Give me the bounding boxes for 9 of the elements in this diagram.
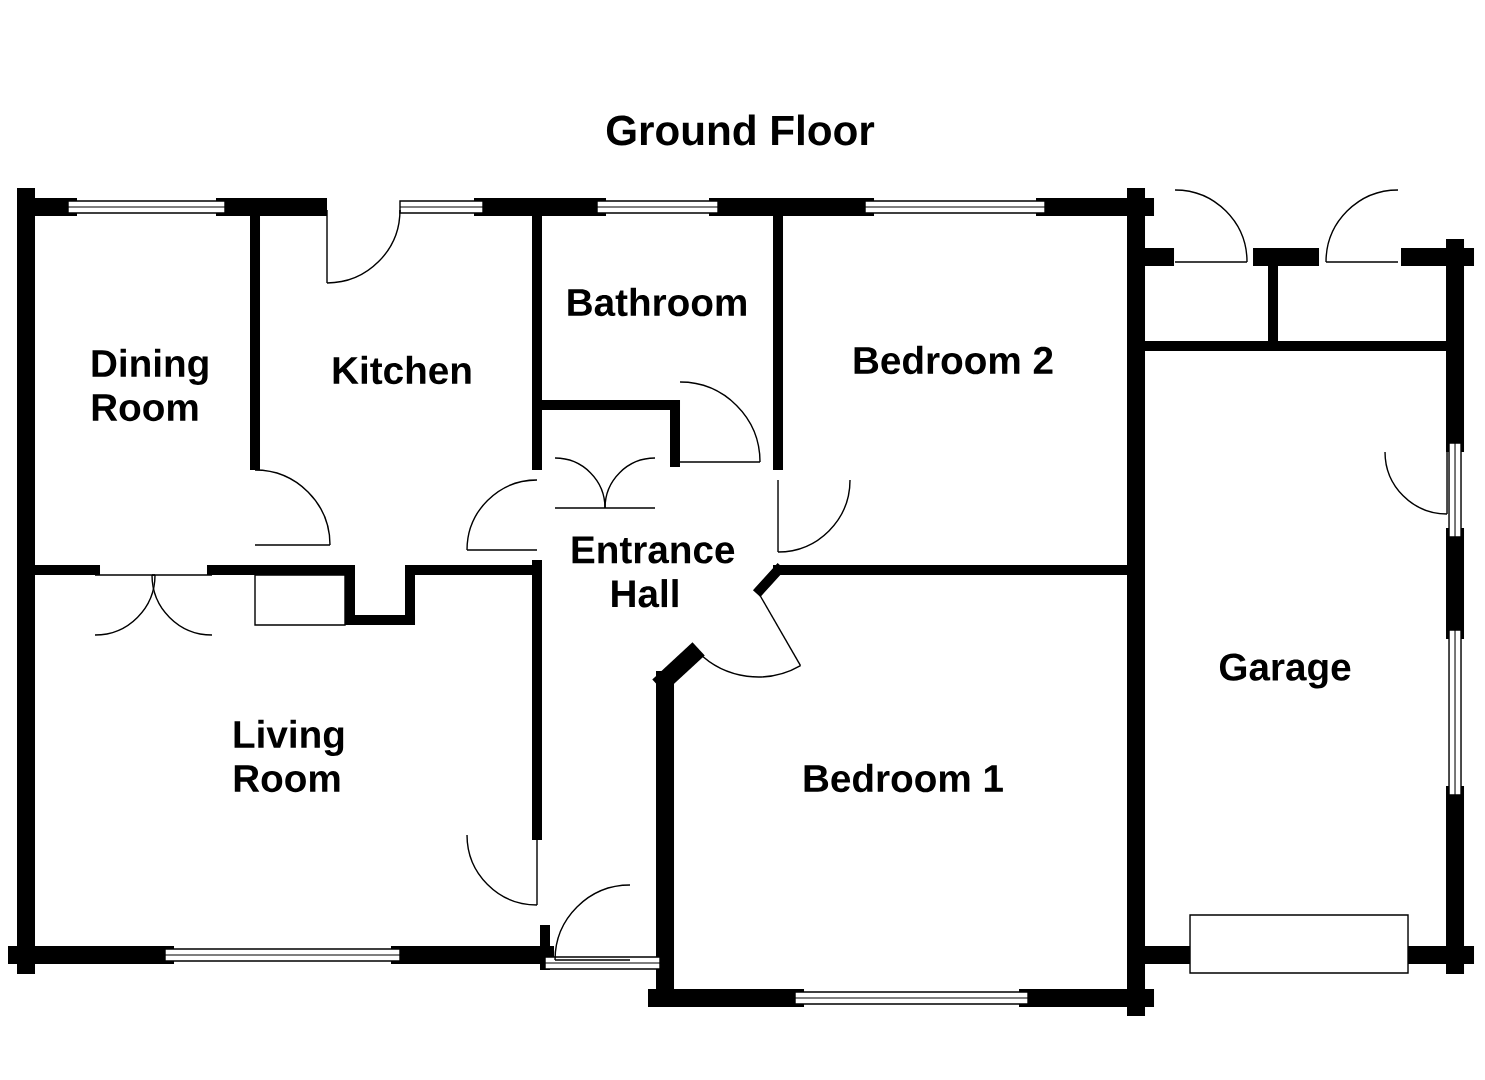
room-label: Dining Room <box>92 348 208 422</box>
room-label: Bedroom 2 <box>854 345 1053 375</box>
room-label: Bedroom 1 <box>804 763 1003 793</box>
room-label: Living Room <box>234 719 344 793</box>
room-label: Entrance Hall <box>572 536 735 608</box>
room-label: Garage <box>1219 653 1351 689</box>
room-label: Bathroom <box>568 287 746 317</box>
title: Ground Floor <box>606 114 875 146</box>
room-label: Kitchen <box>333 355 471 385</box>
